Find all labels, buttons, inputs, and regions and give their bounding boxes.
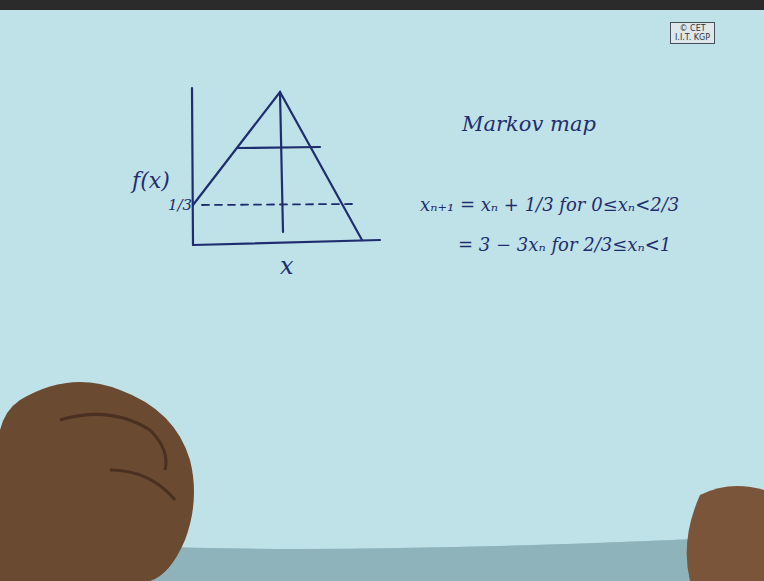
finger-crease xyxy=(60,414,166,470)
x-axis xyxy=(193,240,380,245)
finger-crease xyxy=(110,470,175,500)
label-slot: f(x) xyxy=(132,168,170,193)
label-slot: = 3 − 3xₙ for 2/3≤xₙ<1 xyxy=(458,234,671,255)
label-slot: x xyxy=(280,252,294,280)
watermark-text: I.I.T. KGP xyxy=(675,33,710,42)
label-slot: xₙ₊₁ = xₙ + 1/3 for 0≤xₙ<2/3 xyxy=(420,194,679,215)
thumb-shape xyxy=(687,486,764,581)
level-line xyxy=(238,147,320,148)
handwritten-label: xₙ₊₁ = xₙ + 1/3 for 0≤xₙ<2/3 xyxy=(420,194,679,215)
hand-shape xyxy=(0,382,194,581)
label-slot: 1/3 xyxy=(168,196,192,214)
watermark-box: © CETI.I.T. KGP xyxy=(670,22,715,44)
watermark-text: © CET xyxy=(675,24,710,33)
peak-line xyxy=(280,92,283,232)
top-strip xyxy=(0,0,764,10)
handwritten-label: f(x) xyxy=(132,168,170,193)
handwritten-label: = 3 − 3xₙ for 2/3≤xₙ<1 xyxy=(458,234,671,255)
map-graph xyxy=(193,92,362,240)
label-slot: Markov map xyxy=(462,112,596,136)
dashed-level xyxy=(202,204,352,205)
handwritten-label: 1/3 xyxy=(168,196,192,214)
handwritten-label: Markov map xyxy=(462,112,596,136)
handwritten-label: x xyxy=(280,252,294,280)
y-axis xyxy=(192,88,193,245)
